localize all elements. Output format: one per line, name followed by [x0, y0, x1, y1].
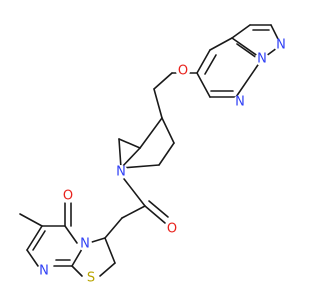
bond — [196, 72, 211, 98]
nitrogen-atom-pyrimidine: N — [37, 264, 51, 279]
bond — [26, 225, 43, 251]
nitrogen-atom-imidazole: N — [274, 38, 288, 53]
bond — [235, 58, 263, 98]
nitrogen-atom-pyridazine: N — [233, 95, 247, 110]
bond — [209, 37, 233, 51]
bond — [158, 142, 175, 166]
sulfur-atom-thiazole: S — [84, 271, 98, 286]
atom-label: N — [257, 52, 267, 67]
bond — [236, 43, 258, 59]
atom-label: O — [167, 222, 177, 237]
bond — [26, 249, 39, 267]
bond — [231, 24, 251, 39]
atom-label: N — [235, 95, 245, 110]
bond — [104, 237, 116, 264]
bond — [153, 88, 163, 119]
nitrogen-atom-bridge-lower: N — [78, 237, 92, 252]
atom-label: O — [178, 64, 188, 79]
molecule-canvas: N N N O N O O N — [19, 24, 288, 286]
bond — [153, 72, 173, 90]
oxygen-atom-amide: O — [165, 222, 179, 237]
atom-label: N — [80, 237, 90, 252]
atom-label: S — [87, 271, 95, 286]
bond — [118, 138, 141, 149]
bond — [120, 164, 160, 169]
oxygen-atom-ether: O — [176, 64, 190, 79]
nitrogen-atom-bridgehead: N — [255, 52, 269, 67]
nitrogen-atom-piperidine: N — [114, 165, 128, 180]
atom-label: N — [39, 264, 49, 279]
bond — [161, 117, 175, 144]
bond — [196, 49, 211, 74]
bond — [204, 54, 217, 75]
bond — [71, 248, 83, 267]
bond — [32, 230, 46, 251]
bond — [120, 174, 146, 207]
molecule-structure-diagram: N N N O N O O N — [19, 24, 288, 286]
bond — [120, 147, 141, 169]
bond — [144, 205, 166, 224]
atom-label: O — [63, 189, 73, 204]
bond — [104, 217, 123, 239]
atom-label: N — [116, 165, 126, 180]
bond — [64, 225, 78, 244]
bond — [99, 262, 116, 277]
bond — [118, 138, 122, 169]
bond — [91, 237, 106, 243]
bond — [71, 265, 83, 277]
bond — [19, 213, 43, 227]
atom-label: N — [276, 38, 286, 53]
bond — [148, 200, 169, 218]
bond — [121, 205, 146, 219]
oxygen-atom-ketone: O — [61, 189, 75, 204]
bond — [139, 117, 163, 149]
